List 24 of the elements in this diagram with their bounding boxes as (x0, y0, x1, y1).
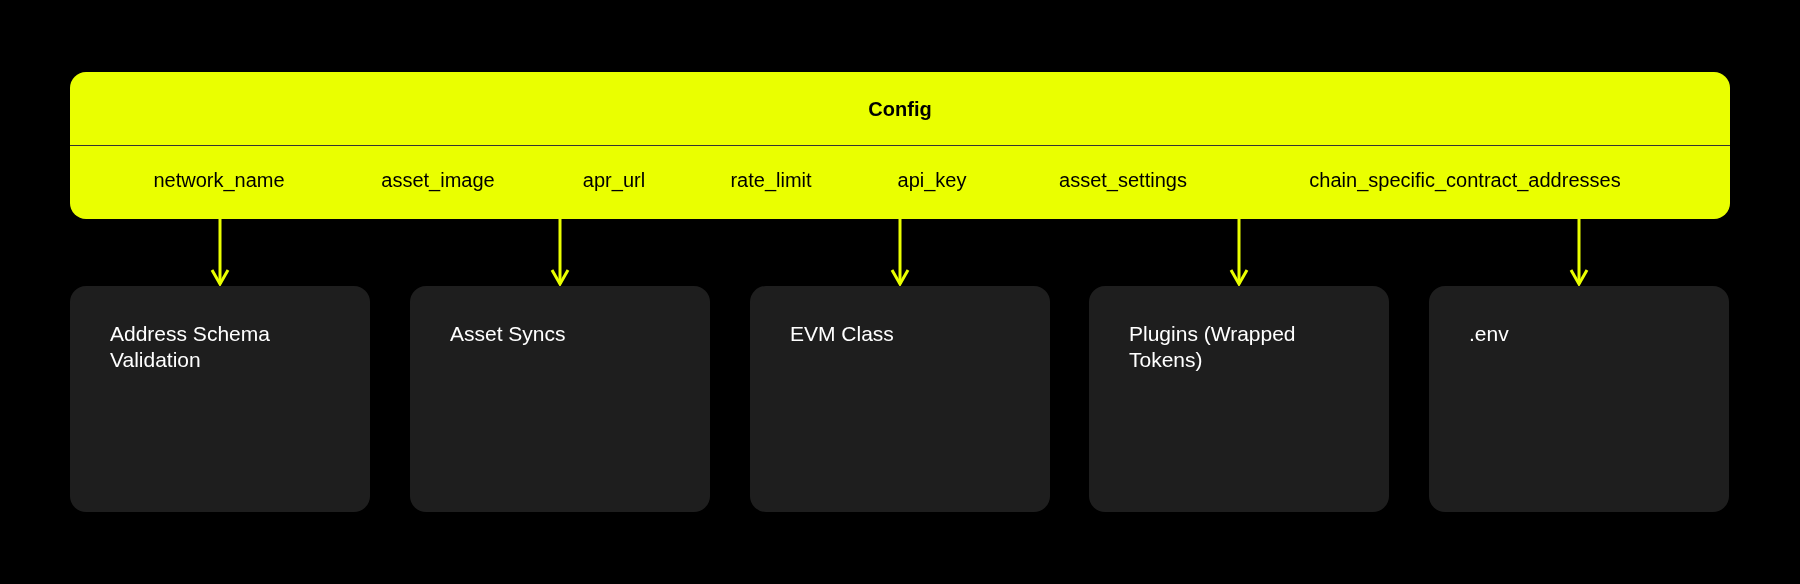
arrow (890, 219, 910, 286)
component-box (1089, 286, 1389, 512)
component-label: Address Schema Validation (110, 321, 271, 373)
arrow (1569, 219, 1589, 286)
arrow (550, 219, 570, 286)
field-name: asset_image (381, 169, 495, 192)
panel-title: Config (868, 98, 932, 121)
field-name: api_key (897, 169, 967, 192)
component-box (750, 286, 1050, 512)
field-name: rate_limit (730, 169, 812, 192)
field-name: network_name (153, 169, 285, 192)
field-name: asset_settings (1059, 169, 1187, 192)
component-label: .env (1469, 321, 1510, 347)
config-panel (70, 72, 1730, 219)
component-label: Plugins (Wrapped Tokens) (1129, 321, 1297, 373)
component-label: Asset Syncs (450, 321, 567, 347)
component-box (410, 286, 710, 512)
component-box (70, 286, 370, 512)
field-name: apr_url (582, 169, 646, 192)
arrow (210, 219, 230, 286)
component-label: EVM Class (790, 321, 895, 347)
arrow (1229, 219, 1249, 286)
field-name: chain_specific_contract_addresses (1309, 169, 1621, 192)
component-box (1429, 286, 1729, 512)
